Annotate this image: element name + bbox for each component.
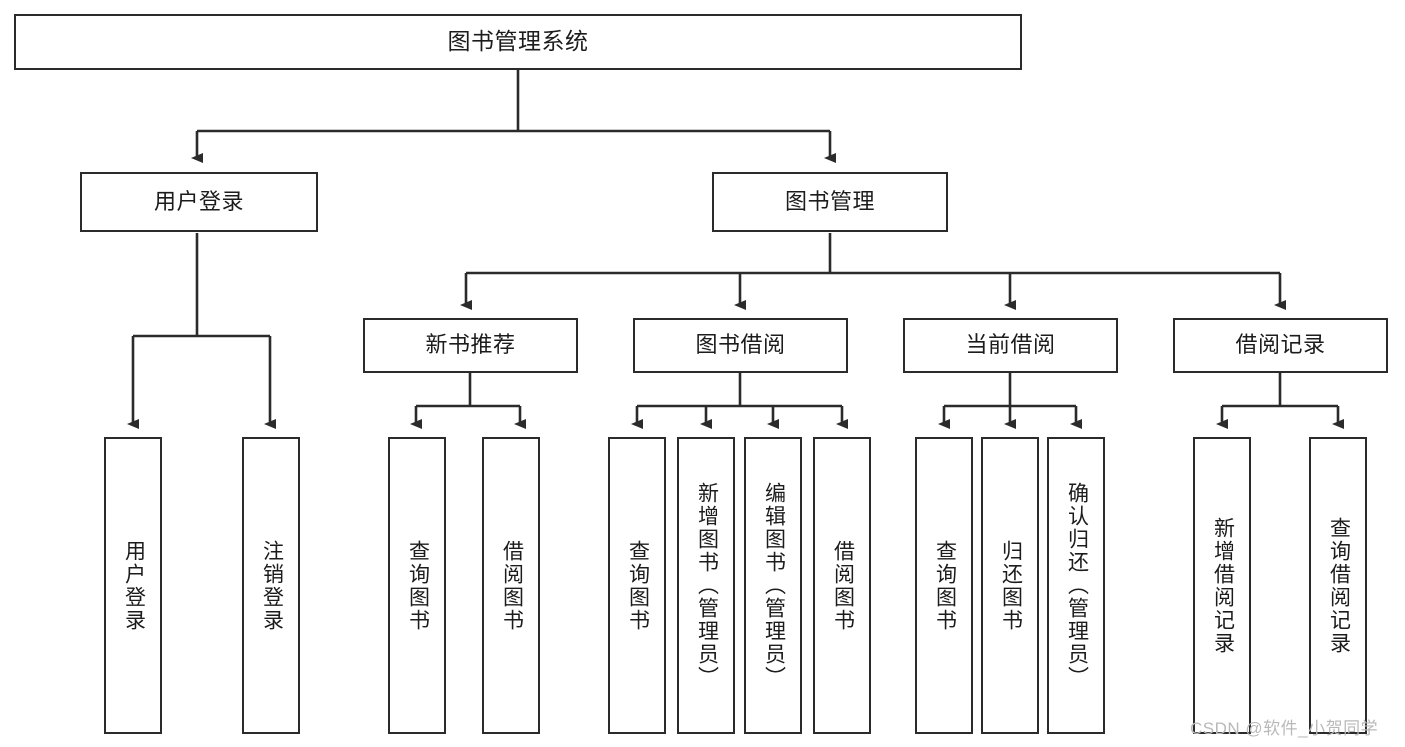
node-label: 用户登录	[153, 188, 244, 214]
node-label: 新增图书（管理员）	[695, 482, 719, 689]
leaf-borrow-book[interactable]: 借阅图书	[813, 437, 871, 734]
node-label: 归还图书	[999, 539, 1023, 632]
node-root-system[interactable]: 图书管理系统	[14, 14, 1022, 70]
node-label: 注销登录	[260, 539, 284, 632]
node-label: 编辑图书（管理员）	[762, 482, 786, 689]
node-label: 当前借阅	[965, 332, 1056, 358]
node-book-borrow[interactable]: 图书借阅	[633, 318, 848, 373]
node-new-book-recommend[interactable]: 新书推荐	[363, 318, 578, 373]
leaf-return-book[interactable]: 归还图书	[981, 437, 1039, 734]
node-label: 确认归还（管理员）	[1065, 482, 1089, 689]
watermark: CSDN @软件_小贺同学	[1190, 719, 1379, 738]
leaf-edit-book-admin[interactable]: 编辑图书（管理员）	[744, 437, 802, 734]
node-label: 查询借阅记录	[1327, 516, 1351, 655]
node-label: 新增借阅记录	[1211, 516, 1235, 655]
node-label: 用户登录	[122, 539, 146, 632]
leaf-add-book-admin[interactable]: 新增图书（管理员）	[677, 437, 735, 734]
node-label: 借阅图书	[831, 539, 855, 632]
node-label: 借阅图书	[500, 539, 524, 632]
leaf-query-book-borrow[interactable]: 查询图书	[608, 437, 666, 734]
leaf-query-book-recommend[interactable]: 查询图书	[388, 437, 446, 734]
node-label: 图书管理	[784, 188, 875, 214]
node-label: 查询图书	[406, 539, 430, 632]
node-label: 查询图书	[933, 539, 957, 632]
node-label: 新书推荐	[425, 332, 516, 358]
leaf-logout[interactable]: 注销登录	[242, 437, 300, 734]
leaf-query-borrow-record[interactable]: 查询借阅记录	[1309, 437, 1367, 734]
leaf-borrow-book-recommend[interactable]: 借阅图书	[482, 437, 540, 734]
node-label: 图书借阅	[695, 332, 786, 358]
node-label: 查询图书	[626, 539, 650, 632]
node-user-login[interactable]: 用户登录	[80, 172, 318, 232]
leaf-user-login[interactable]: 用户登录	[104, 437, 162, 734]
node-current-borrow[interactable]: 当前借阅	[903, 318, 1118, 373]
leaf-add-borrow-record[interactable]: 新增借阅记录	[1193, 437, 1251, 734]
node-label: 图书管理系统	[447, 28, 589, 55]
leaf-query-book-current[interactable]: 查询图书	[915, 437, 973, 734]
node-book-management[interactable]: 图书管理	[712, 172, 948, 232]
node-label: 借阅记录	[1235, 332, 1326, 358]
node-borrow-record[interactable]: 借阅记录	[1173, 318, 1388, 373]
leaf-confirm-return-admin[interactable]: 确认归还（管理员）	[1047, 437, 1105, 734]
